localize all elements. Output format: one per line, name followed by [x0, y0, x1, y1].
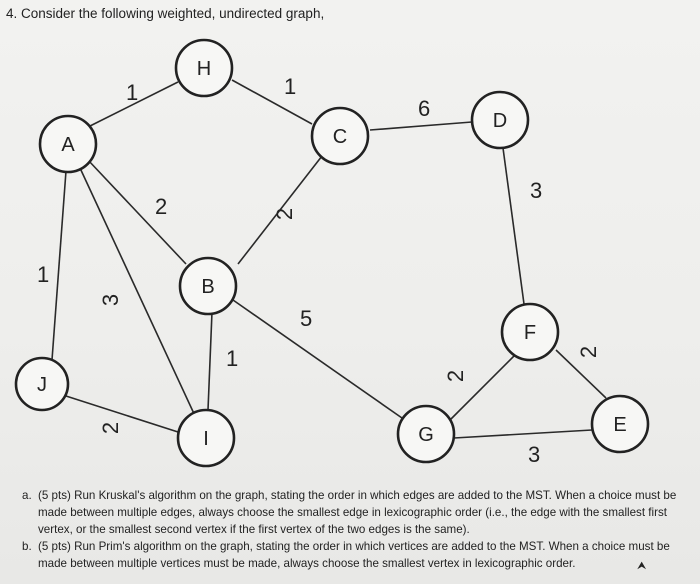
node-F: F	[500, 302, 560, 362]
node-label-A: A	[61, 134, 75, 156]
weight-label-F-G: 2	[443, 370, 468, 382]
node-E: E	[590, 394, 650, 454]
node-C: C	[310, 106, 370, 166]
edge-A-H	[89, 81, 179, 127]
node-label-C: C	[333, 126, 347, 148]
edge-B-G	[232, 299, 403, 419]
weight-label-B-C: 2	[272, 208, 297, 220]
graph-diagram: 1 1 6 2 2 3 1 3 5 1 2 2 2 3 H A C D B F …	[14, 38, 650, 468]
weight-label-D-F: 3	[530, 178, 542, 203]
weight-label-F-E: 2	[576, 346, 601, 358]
edge-A-I	[79, 167, 197, 419]
weight-label-C-D: 6	[418, 96, 430, 121]
weight-label-A-J: 1	[37, 262, 49, 287]
mouse-pointer-icon: ⮝	[637, 560, 647, 572]
node-label-E: E	[613, 414, 626, 436]
part-a-text: (5 pts) Run Kruskal's algorithm on the g…	[38, 489, 677, 536]
weight-label-A-B: 2	[155, 194, 167, 219]
weight-label-B-G: 5	[300, 306, 312, 331]
node-D: D	[470, 90, 530, 150]
question-title: 4. Consider the following weighted, undi…	[6, 6, 325, 21]
weight-label-B-I: 1	[226, 346, 238, 371]
node-G: G	[396, 404, 456, 464]
edge-A-J	[51, 170, 67, 361]
part-a-letter: a.	[22, 489, 32, 502]
edge-J-I	[65, 395, 179, 433]
weight-label-H-C: 1	[284, 74, 296, 99]
edge-F-G	[445, 353, 517, 425]
node-label-J: J	[37, 374, 47, 396]
part-b: b. (5 pts) Run Prim's algorithm on the g…	[22, 538, 692, 572]
node-label-G: G	[418, 424, 434, 446]
node-label-H: H	[197, 58, 211, 80]
edge-B-I	[207, 311, 213, 411]
node-H: H	[174, 38, 234, 98]
node-label-I: I	[203, 428, 209, 450]
part-b-letter: b.	[22, 540, 32, 553]
node-A: A	[38, 114, 98, 174]
part-b-text: (5 pts) Run Prim's algorithm on the grap…	[38, 540, 670, 570]
node-label-D: D	[493, 110, 507, 132]
edge-F-E	[555, 349, 607, 399]
weight-label-J-I: 2	[98, 422, 123, 434]
node-label-B: B	[201, 276, 214, 298]
node-I: I	[176, 408, 236, 468]
edge-D-F	[502, 147, 525, 305]
edge-H-C	[231, 79, 313, 125]
edge-G-E	[453, 429, 593, 439]
edge-A-B	[87, 159, 187, 265]
weight-label-A-H: 1	[126, 80, 138, 105]
node-B: B	[178, 256, 238, 316]
part-a: a. (5 pts) Run Kruskal's algorithm on th…	[22, 487, 692, 538]
edge-C-D	[369, 121, 473, 131]
weight-label-A-I: 3	[98, 294, 123, 306]
node-J: J	[14, 356, 70, 412]
edge-B-C	[237, 155, 323, 265]
question-parts: a. (5 pts) Run Kruskal's algorithm on th…	[22, 487, 692, 572]
node-label-F: F	[524, 322, 536, 344]
weight-label-G-E: 3	[528, 442, 540, 467]
